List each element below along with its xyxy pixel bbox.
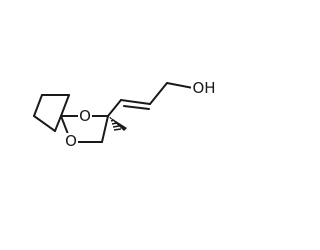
bond-c5-c1 [54, 115, 62, 132]
cyclopentane-ring [33, 94, 70, 132]
structural-formula: O O OH [33, 79, 217, 150]
bond-ch2-c-quat [101, 115, 109, 143]
bond-double-2 [123, 105, 150, 110]
atom-o-top: O [79, 107, 91, 125]
propenol-chain [107, 82, 194, 117]
atom-hydroxyl: OH [192, 79, 215, 97]
bond-vinyl-ch2 [149, 82, 168, 105]
bond-c-quat-vinyl [107, 99, 122, 117]
bond-double-1 [120, 99, 151, 105]
bond-c4-c5 [33, 115, 56, 132]
bond-c1-c2 [60, 94, 70, 117]
bond-c3-c4 [33, 94, 43, 117]
atom-o-bottom: O [65, 132, 77, 150]
bond-ch2-oh [166, 82, 194, 89]
hashed-wedge-bond [110, 117, 122, 131]
